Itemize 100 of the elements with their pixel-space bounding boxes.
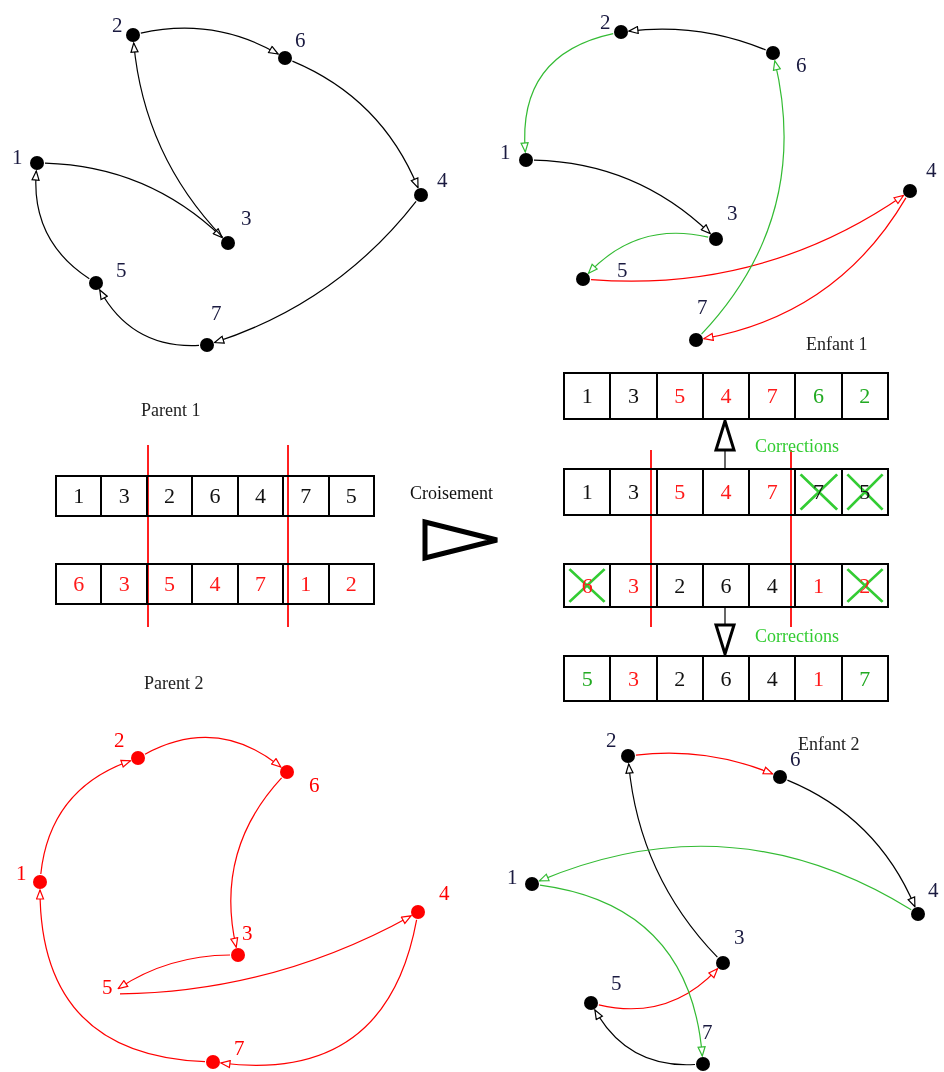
table-cell-text: 1	[580, 478, 594, 506]
table-cell: 7	[236, 565, 283, 603]
table-cell: 3	[609, 374, 656, 418]
vertex-label: 3	[242, 922, 253, 944]
table-cell: 3	[100, 477, 146, 515]
vertex-label: 6	[309, 774, 320, 796]
vertex-label: 2	[600, 11, 611, 33]
table-cell: 7	[840, 657, 887, 700]
graph-caption: Parent 1	[141, 400, 201, 420]
vertex-dot	[221, 236, 235, 250]
vertex-label: 3	[727, 202, 738, 224]
table-cell-text: 1	[72, 482, 86, 510]
table-cell: 1	[794, 657, 841, 700]
table-cell: 4	[701, 470, 749, 514]
arrow	[220, 919, 418, 1068]
table-cell: 5	[145, 565, 192, 603]
arrow	[714, 419, 736, 469]
vertex-dot	[278, 51, 292, 65]
vertex-dot	[709, 232, 723, 246]
table-row	[55, 475, 375, 517]
vertex-label: 7	[697, 296, 708, 318]
table-cell: 6	[794, 374, 841, 418]
vertex-dot	[689, 333, 703, 347]
table-cell: 6	[191, 477, 237, 515]
table-cell: 6	[701, 657, 749, 700]
table-cell: 3	[609, 565, 656, 606]
table-cell: 5	[327, 477, 373, 515]
vertex-label: 4	[926, 159, 937, 181]
table-cell: 4	[748, 657, 795, 700]
vertex-label: 2	[114, 729, 125, 751]
table-cell: 5	[655, 374, 702, 418]
graph-caption: Parent 2	[144, 673, 204, 693]
arrow	[594, 1009, 696, 1066]
table-cell: 4	[191, 565, 237, 603]
table-cell: 3	[609, 657, 656, 700]
arrow	[635, 752, 774, 775]
vertex-dot	[614, 25, 628, 39]
vertex-dot	[200, 338, 214, 352]
vertex-dot	[30, 156, 44, 170]
arrow	[533, 159, 711, 235]
arrow	[40, 760, 132, 875]
table-cell: 3	[609, 470, 656, 514]
vertex-label: 3	[734, 926, 745, 948]
annotation: Corrections	[755, 626, 839, 646]
arrow	[44, 162, 223, 239]
arrow	[786, 779, 916, 908]
table-row	[563, 563, 889, 608]
table-cell: 4	[701, 374, 749, 418]
arrow	[214, 200, 417, 344]
table-cell: 4	[236, 477, 283, 515]
vertex-dot	[911, 907, 925, 921]
arrow	[538, 845, 912, 911]
vertex-label: 5	[617, 259, 628, 281]
table-cell: 2	[655, 657, 702, 700]
vertex-dot	[525, 877, 539, 891]
arrow	[520, 33, 614, 153]
vertex-label: 3	[241, 207, 252, 229]
table-row	[563, 655, 889, 702]
table-cell-text: 6	[72, 570, 86, 598]
graph-caption: Enfant 1	[806, 334, 868, 354]
arrow	[31, 170, 90, 280]
vertex-dot	[716, 956, 730, 970]
arrow	[587, 232, 709, 274]
vertex-label: 5	[611, 972, 622, 994]
table-cell-text: 5	[580, 664, 594, 693]
arrow	[230, 777, 283, 948]
table-cell: 3	[100, 565, 146, 603]
arrow	[714, 607, 736, 656]
table-cell: 1	[282, 565, 328, 603]
vertex-dot	[584, 996, 598, 1010]
arrow	[590, 194, 904, 282]
vertex-label: 7	[702, 1021, 713, 1043]
vertex-dot	[519, 153, 533, 167]
arrow	[628, 26, 767, 51]
arrow	[291, 60, 419, 189]
vertex-dot	[903, 184, 917, 198]
vertex-dot	[773, 770, 787, 784]
vertex-dot	[206, 1055, 220, 1069]
vertex-label: 2	[112, 14, 123, 36]
arrow	[119, 915, 412, 995]
vertex-label: 1	[507, 866, 518, 888]
vertex-dot	[131, 751, 145, 765]
vertex-label: 5	[116, 259, 127, 281]
vertex-dot	[576, 272, 590, 286]
arrow	[144, 736, 282, 768]
vertex-dot	[621, 749, 635, 763]
arrow	[36, 889, 206, 1063]
table-row	[563, 468, 889, 516]
vertex-label: 1	[16, 862, 27, 884]
vertex-label: 7	[234, 1037, 245, 1059]
vertex-label: 5	[102, 976, 113, 998]
vertex-label: 6	[796, 54, 807, 76]
vertex-dot	[696, 1057, 710, 1071]
table-cell: 2	[655, 565, 702, 606]
vertex-dot	[33, 875, 47, 889]
arrow	[703, 197, 907, 341]
vertex-dot	[89, 276, 103, 290]
vertex-dot	[231, 948, 245, 962]
vertex-label: 1	[12, 146, 23, 168]
vertex-label: 2	[606, 729, 617, 751]
